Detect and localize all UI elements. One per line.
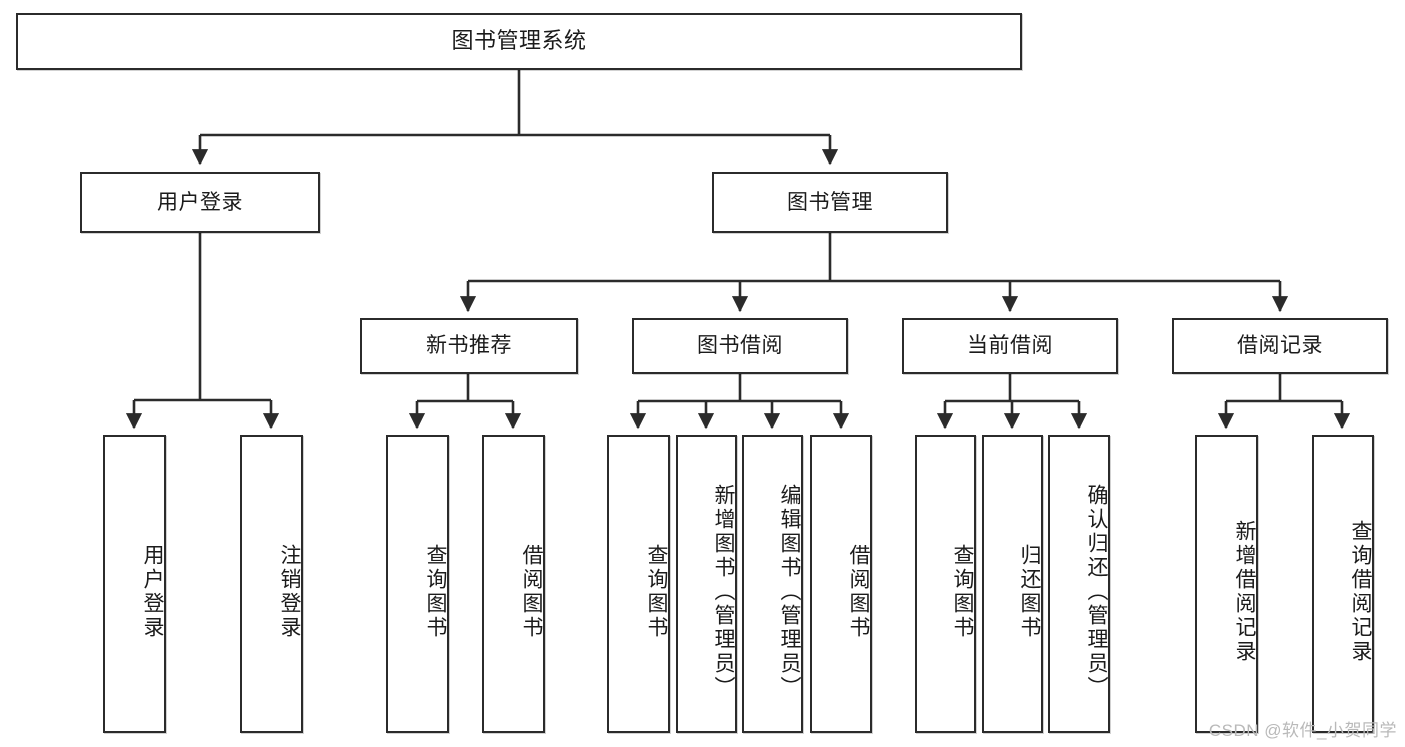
node-label: 借阅图书 xyxy=(847,544,870,640)
leaf-user-logout[interactable]: 注销登录 xyxy=(240,435,303,733)
node-label: 注销登录 xyxy=(278,544,301,640)
leaf-record-add[interactable]: 新增借阅记录 xyxy=(1195,435,1258,733)
leaf-current-confirm-return[interactable]: 确认归还（管理员） xyxy=(1048,435,1110,733)
node-label: 归还图书 xyxy=(1018,544,1041,640)
node-label: 查询借阅记录 xyxy=(1349,520,1372,664)
node-label: 新增借阅记录 xyxy=(1233,520,1256,664)
node-book-management[interactable]: 图书管理 xyxy=(712,172,948,233)
node-user-login[interactable]: 用户登录 xyxy=(80,172,320,233)
node-label: 确认归还（管理员） xyxy=(1085,484,1108,700)
leaf-borrow-edit-book[interactable]: 编辑图书（管理员） xyxy=(742,435,803,733)
leaf-record-query[interactable]: 查询借阅记录 xyxy=(1312,435,1374,733)
node-label: 新书推荐 xyxy=(426,334,512,358)
node-current-borrow[interactable]: 当前借阅 xyxy=(902,318,1118,374)
node-label: 查询图书 xyxy=(951,544,974,640)
node-label: 编辑图书（管理员） xyxy=(778,484,801,700)
node-label: 图书借阅 xyxy=(697,334,783,358)
node-label: 新增图书（管理员） xyxy=(712,484,735,700)
node-new-book-recommend[interactable]: 新书推荐 xyxy=(360,318,578,374)
node-label: 用户登录 xyxy=(157,190,243,214)
node-label: 借阅记录 xyxy=(1237,334,1323,358)
leaf-recommend-borrow-book[interactable]: 借阅图书 xyxy=(482,435,545,733)
leaf-borrow-query-book[interactable]: 查询图书 xyxy=(607,435,670,733)
node-book-borrow[interactable]: 图书借阅 xyxy=(632,318,848,374)
node-label: 借阅图书 xyxy=(520,544,543,640)
leaf-current-query-book[interactable]: 查询图书 xyxy=(915,435,976,733)
leaf-borrow-borrow-book[interactable]: 借阅图书 xyxy=(810,435,872,733)
node-label: 查询图书 xyxy=(645,544,668,640)
csdn-watermark: CSDN @软件_小贺同学 xyxy=(1208,721,1397,740)
node-label: 用户登录 xyxy=(141,544,164,640)
leaf-borrow-add-book[interactable]: 新增图书（管理员） xyxy=(676,435,737,733)
node-label: 图书管理 xyxy=(787,190,873,214)
node-root-system[interactable]: 图书管理系统 xyxy=(16,13,1022,70)
node-label: 查询图书 xyxy=(424,544,447,640)
leaf-user-login[interactable]: 用户登录 xyxy=(103,435,166,733)
node-label: 当前借阅 xyxy=(967,334,1053,358)
leaf-recommend-query-book[interactable]: 查询图书 xyxy=(386,435,449,733)
node-label: 图书管理系统 xyxy=(451,28,587,54)
node-borrow-record[interactable]: 借阅记录 xyxy=(1172,318,1388,374)
leaf-current-return-book[interactable]: 归还图书 xyxy=(982,435,1043,733)
